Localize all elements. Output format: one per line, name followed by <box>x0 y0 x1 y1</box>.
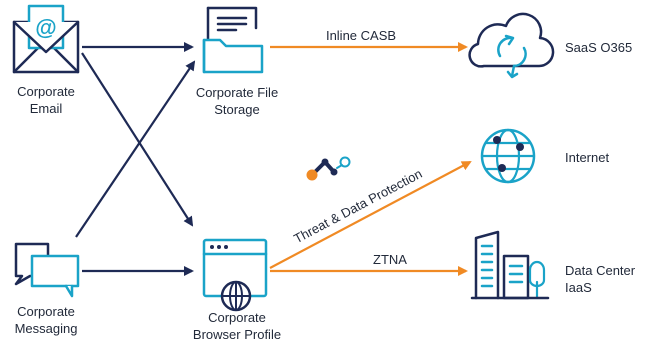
file-storage-icon <box>202 6 264 74</box>
label-email-line1: Corporate <box>17 84 75 99</box>
connector-icon <box>306 156 351 181</box>
label-messaging: Corporate Messaging <box>0 303 92 337</box>
label-file-storage-line1: Corporate File <box>195 85 279 100</box>
globe-icon <box>480 128 536 184</box>
label-messaging-line2: Messaging <box>14 321 78 336</box>
label-messaging-line1: Corporate <box>17 304 75 319</box>
edge-label-casb: Inline CASB <box>326 28 396 43</box>
label-email-line2: Email <box>29 101 63 116</box>
label-saas: SaaS O365 <box>565 39 632 56</box>
label-internet: Internet <box>565 149 609 166</box>
email-icon: @ <box>12 4 80 74</box>
label-browser-line2: Browser Profile <box>192 327 282 342</box>
label-email: Corporate Email <box>0 83 92 117</box>
cloud-icon <box>468 12 555 79</box>
label-internet-text: Internet <box>565 150 610 165</box>
label-saas-text: SaaS O365 <box>565 40 633 55</box>
label-browser: Corporate Browser Profile <box>175 309 299 343</box>
edge-threat <box>269 161 472 269</box>
label-file-storage: Corporate File Storage <box>180 84 294 118</box>
label-browser-line1: Corporate <box>208 310 266 325</box>
browser-icon <box>202 238 268 312</box>
edge-email-to-browser <box>81 52 194 227</box>
edge-messaging-to-storage <box>75 60 196 238</box>
messaging-icon <box>14 242 80 298</box>
label-file-storage-line2: Storage <box>214 102 260 117</box>
label-datacenter-line2: IaaS <box>565 280 592 295</box>
building-icon <box>470 230 550 300</box>
svg-text:@: @ <box>35 15 56 40</box>
edge-label-ztna: ZTNA <box>373 252 407 267</box>
label-datacenter-line1: Data Center <box>565 263 636 278</box>
label-datacenter: Data Center IaaS <box>565 262 635 296</box>
